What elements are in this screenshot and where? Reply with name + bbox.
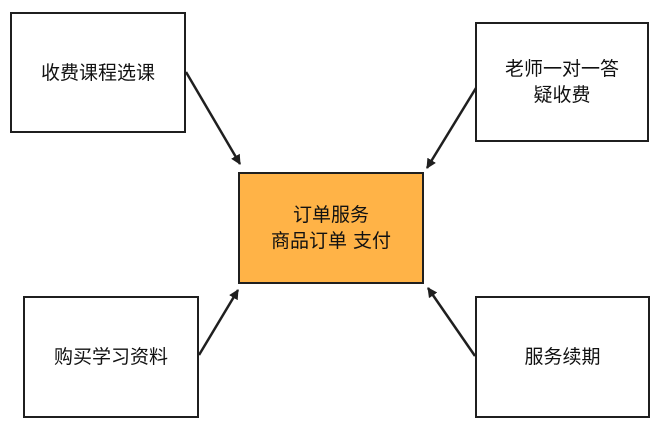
arrow-top-right-to-center bbox=[425, 87, 478, 169]
node-label-line2: 疑收费 bbox=[533, 84, 591, 106]
arrow-bottom-right-to-center bbox=[426, 287, 477, 357]
node-label-line1: 老师一对一答 bbox=[504, 58, 619, 80]
arrow-top-left-to-center bbox=[184, 71, 242, 165]
center-label-line1: 订单服务 bbox=[292, 204, 369, 226]
node-order-service: 订单服务 商品订单 支付 bbox=[238, 172, 424, 284]
node-label: 服务续期 bbox=[524, 346, 601, 368]
node-service-renewal: 服务续期 bbox=[475, 296, 650, 418]
node-label: 购买学习资料 bbox=[53, 346, 168, 368]
node-teacher-qa-fee: 老师一对一答 疑收费 bbox=[475, 22, 649, 142]
node-label: 收费课程选课 bbox=[40, 61, 155, 84]
node-buy-study-materials: 购买学习资料 bbox=[23, 296, 199, 418]
node-paid-course-selection: 收费课程选课 bbox=[10, 12, 186, 133]
arrow-bottom-left-to-center bbox=[197, 289, 240, 356]
center-label-line2: 商品订单 支付 bbox=[270, 230, 392, 252]
